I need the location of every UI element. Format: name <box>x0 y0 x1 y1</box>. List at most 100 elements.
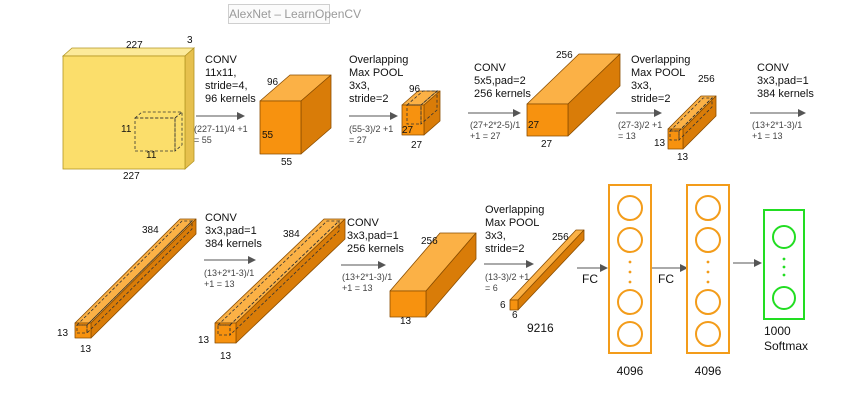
input-volume-side <box>184 47 195 170</box>
block-top-label: 96 <box>409 84 421 95</box>
op-label: 11x11, <box>205 67 236 79</box>
softmax-size-label: 1000 <box>764 324 791 338</box>
fc-label: FC <box>658 272 674 286</box>
op-label: 3x3, <box>349 80 370 92</box>
op-label: Overlapping <box>631 54 690 66</box>
input-depth-label: 3 <box>187 35 193 46</box>
feature-block-8-front <box>509 299 519 311</box>
input-height-label: 227 <box>123 171 140 182</box>
input-width-label: 227 <box>126 40 143 51</box>
pool-window-1-front <box>406 104 422 125</box>
softmax-ellipsis-dot <box>782 265 786 269</box>
fc-neuron <box>617 289 643 315</box>
fc-neuron <box>695 289 721 315</box>
feature-block-7-front <box>389 290 427 318</box>
op-label: 3x3, <box>631 80 652 92</box>
op-label: Max POOL <box>349 67 403 79</box>
block-top-label: 256 <box>556 50 573 61</box>
feature-block-8-top <box>509 229 585 301</box>
op-label: 3x3, <box>485 230 506 242</box>
op-formula: (27+2*2-5)/1 <box>470 120 520 130</box>
fc-ellipsis-dot <box>706 280 710 284</box>
feature-block-3-front <box>526 103 569 137</box>
op-label: CONV <box>205 212 237 224</box>
block-top-label: 256 <box>552 232 569 243</box>
block-bottom-label: 6 <box>512 310 518 321</box>
block-bottom-label: 13 <box>400 316 412 327</box>
block-front-label: 13 <box>198 335 210 346</box>
feature-block-8-side <box>517 229 585 311</box>
op-label: stride=2 <box>485 243 524 255</box>
op-label: CONV <box>205 54 237 66</box>
conv-window-4-front <box>669 130 680 141</box>
feature-block-6-front <box>214 322 237 344</box>
fc-neuron <box>695 227 721 253</box>
fc-label: FC <box>582 272 598 286</box>
op-formula: (227-11)/4 +1 <box>194 124 248 134</box>
op-label: 3x3,pad=1 <box>757 75 809 87</box>
block-front-label: 27 <box>402 125 414 136</box>
block-top-label: 256 <box>421 236 438 247</box>
op-label: 3x3,pad=1 <box>347 230 399 242</box>
op-formula: (13+2*1-3)/1 <box>752 120 802 130</box>
softmax-neuron <box>772 225 796 249</box>
feature-block-1-front <box>259 100 302 155</box>
op-formula: = 55 <box>194 135 212 145</box>
op-label: CONV <box>757 62 789 74</box>
fc-neuron <box>617 321 643 347</box>
op-label: 96 kernels <box>205 93 256 105</box>
fc-neuron <box>695 195 721 221</box>
block-bottom-label: 27 <box>411 140 423 151</box>
input-kernel-label: 11 <box>121 124 132 135</box>
fc-neuron <box>695 321 721 347</box>
fc-ellipsis-dot <box>706 270 710 274</box>
op-formula: (27-3)/2 +1 <box>618 120 662 130</box>
fc-neuron <box>617 227 643 253</box>
op-label: stride=4, <box>205 80 248 92</box>
fc-layer-2 <box>686 184 730 354</box>
op-formula: (13+2*1-3)/1 <box>342 272 392 282</box>
op-label: 5x5,pad=2 <box>474 75 526 87</box>
block-bottom-label: 13 <box>677 152 689 163</box>
block-front-label: 6 <box>500 300 506 311</box>
op-formula: (13+2*1-3)/1 <box>204 268 254 278</box>
block-bottom-label: 13 <box>220 351 232 362</box>
fc-layer-1 <box>608 184 652 354</box>
softmax-neuron <box>772 286 796 310</box>
op-formula: +1 = 13 <box>342 283 373 293</box>
block-top-label: 96 <box>267 77 279 88</box>
softmax-ellipsis-dot <box>782 257 786 261</box>
input-kernel-label: 11 <box>146 150 157 161</box>
softmax-ellipsis-dot <box>782 273 786 277</box>
op-label: Max POOL <box>485 217 539 229</box>
conv-window-5-front <box>76 324 88 334</box>
op-formula: = 13 <box>618 131 636 141</box>
fc-ellipsis-dot <box>628 280 632 284</box>
block-top-label: 256 <box>698 74 715 85</box>
input-volume-front <box>62 55 186 170</box>
op-label: CONV <box>347 217 379 229</box>
op-formula: +1 = 13 <box>752 131 783 141</box>
fc-size-label: 4096 <box>617 364 644 378</box>
block-front-label: 55 <box>262 130 274 141</box>
fc-ellipsis-dot <box>628 260 632 264</box>
block-top-label: 384 <box>142 225 159 236</box>
fc-ellipsis-dot <box>628 270 632 274</box>
softmax-label: Softmax <box>764 339 808 353</box>
op-label: stride=2 <box>349 93 388 105</box>
fc-neuron <box>617 195 643 221</box>
op-label: 384 kernels <box>757 88 814 100</box>
op-formula: (55-3)/2 +1 <box>349 124 393 134</box>
block-front-label: 27 <box>528 120 540 131</box>
block-bottom-label: 55 <box>281 157 293 168</box>
op-formula: +1 = 13 <box>204 279 235 289</box>
op-label: 256 kernels <box>347 243 404 255</box>
block-bottom-label: 27 <box>541 139 553 150</box>
op-label: 384 kernels <box>205 238 262 250</box>
op-label: CONV <box>474 62 506 74</box>
op-formula: = 27 <box>349 135 367 145</box>
input-kernel-window-front <box>134 117 176 152</box>
conv-window-6-front <box>217 324 231 336</box>
op-label: 256 kernels <box>474 88 531 100</box>
